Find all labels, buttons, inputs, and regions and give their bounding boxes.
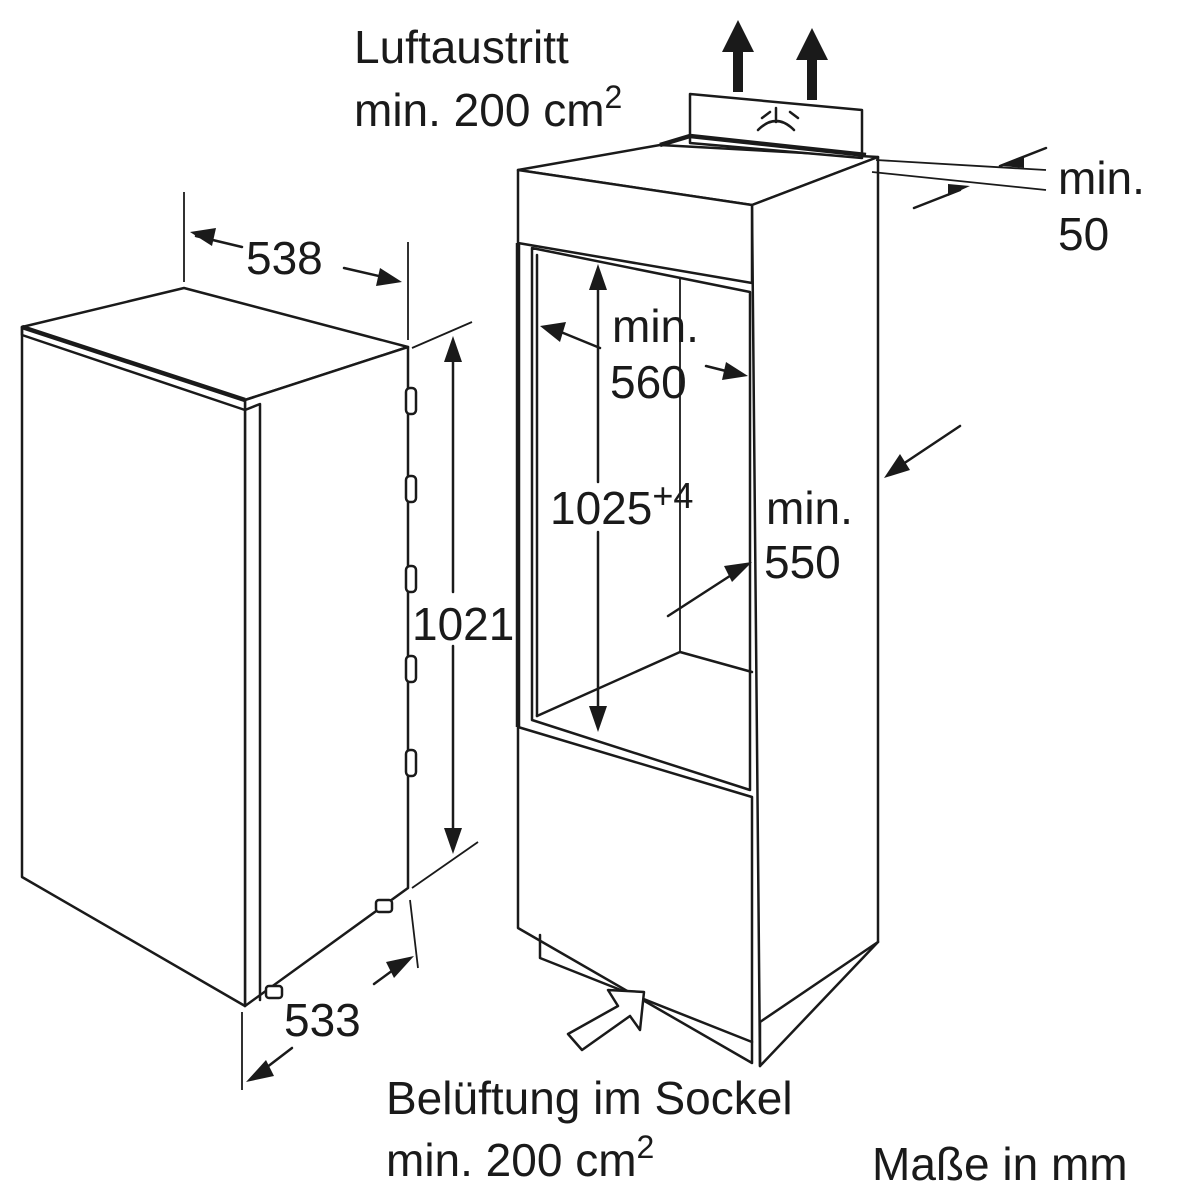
niche-height-label: 1025+4 bbox=[550, 475, 693, 534]
niche-depth-dimension bbox=[666, 562, 752, 618]
top-gap-dimension bbox=[871, 146, 1048, 210]
side-panel-pointer bbox=[884, 424, 962, 478]
units-note: Maße in mm bbox=[872, 1138, 1128, 1190]
hinge-icons bbox=[264, 386, 418, 1000]
depth-dimension bbox=[241, 899, 419, 1090]
top-gap-label-line1: min. bbox=[1058, 152, 1145, 204]
top-gap-label-line2: 50 bbox=[1058, 208, 1109, 260]
height-dimension bbox=[411, 321, 479, 889]
niche-depth-label-line2: 550 bbox=[764, 536, 841, 588]
width-dimension bbox=[183, 192, 409, 340]
height-label: 1021 bbox=[412, 598, 514, 650]
air-outlet-arrows bbox=[722, 20, 828, 100]
cabinet-drawing bbox=[515, 92, 880, 1068]
ventilation-arrow bbox=[566, 988, 646, 1052]
ventilation-label-line1: Belüftung im Sockel bbox=[386, 1072, 793, 1124]
niche-width-label-line2: 560 bbox=[610, 356, 687, 408]
depth-label: 533 bbox=[284, 994, 361, 1046]
ventilation-label-line2: min. 200 cm2 bbox=[386, 1129, 654, 1186]
air-outlet-label-line2: min. 200 cm2 bbox=[354, 79, 622, 136]
niche-depth-label-line1: min. bbox=[766, 482, 853, 534]
niche-width-dimension bbox=[540, 322, 748, 380]
appliance-drawing: 538 1021 533 bbox=[20, 192, 514, 1090]
niche-width-label-line1: min. bbox=[612, 300, 699, 352]
niche-height-dimension bbox=[589, 264, 607, 732]
air-outlet-label-line1: Luftaustritt bbox=[354, 21, 569, 73]
width-label: 538 bbox=[246, 232, 323, 284]
